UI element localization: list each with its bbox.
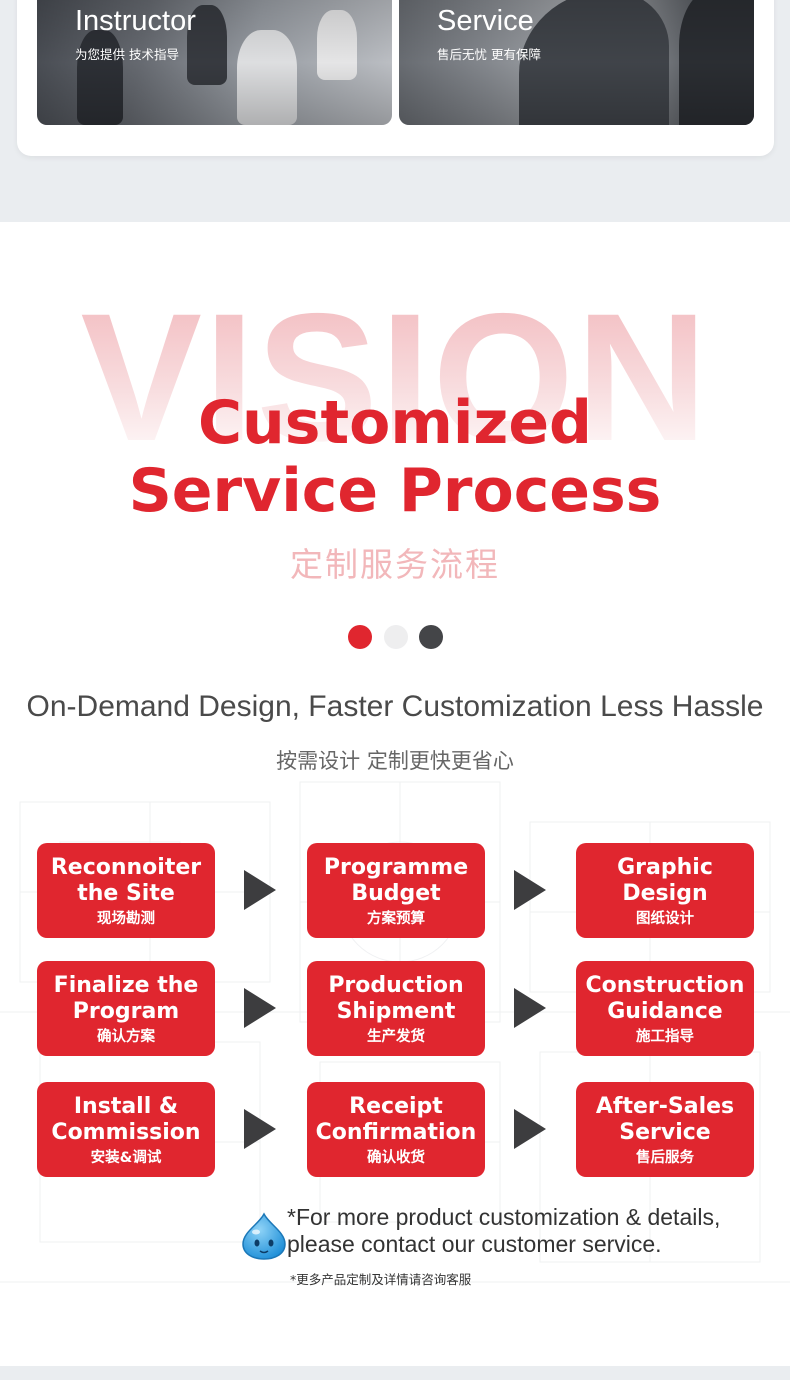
- arrow-right-icon: [514, 988, 546, 1028]
- step-graphic-design[interactable]: Graphic Design 图纸设计: [576, 843, 754, 938]
- bottom-divider: [0, 1366, 790, 1380]
- red-dot: [348, 625, 372, 649]
- dark-dot: [419, 625, 443, 649]
- light-dot: [384, 625, 408, 649]
- instructor-subtitle: 为您提供 技术指导: [75, 47, 179, 62]
- section-subtitle: On-Demand Design, Faster Customization L…: [26, 690, 764, 723]
- step-label-cn: 生产发货: [367, 1029, 425, 1045]
- step-label-cn: 图纸设计: [636, 911, 694, 927]
- arrow-right-icon: [514, 1109, 546, 1149]
- step-reconnoiter-site[interactable]: Reconnoiter the Site 现场勘测: [37, 843, 215, 938]
- person-silhouette: [679, 0, 754, 125]
- section-title-line2: Service Process: [128, 456, 662, 526]
- step-finalize-program[interactable]: Finalize the Program 确认方案: [37, 961, 215, 1056]
- arrow-right-icon: [514, 870, 546, 910]
- service-subtitle: 售后无忧 更有保障: [437, 47, 541, 62]
- person-silhouette: [519, 0, 669, 125]
- section-title-cn: 定制服务流程: [290, 545, 500, 584]
- step-label: After-Sales Service: [595, 1094, 735, 1145]
- contact-note-cn: *更多产品定制及详情请咨询客服: [290, 1272, 472, 1287]
- step-production-shipment[interactable]: Production Shipment 生产发货: [307, 961, 485, 1056]
- instructor-photo-card[interactable]: Instructor 为您提供 技术指导: [37, 0, 392, 125]
- step-label: Construction Guidance: [585, 973, 745, 1024]
- step-label: Finalize the Program: [53, 973, 199, 1024]
- person-silhouette: [77, 30, 123, 125]
- step-install-commission[interactable]: Install & Commission 安装&调试: [37, 1082, 215, 1177]
- section-title-line1: Customized: [197, 388, 592, 458]
- top-section: Instructor 为您提供 技术指导 Service 售后无忧 更有保障: [0, 0, 790, 222]
- customer-service-mascot-icon[interactable]: [241, 1212, 287, 1260]
- person-silhouette: [187, 5, 227, 85]
- service-photo-card[interactable]: Service 售后无忧 更有保障: [399, 0, 754, 125]
- step-label-cn: 确认收货: [367, 1150, 425, 1166]
- step-label: Production Shipment: [328, 973, 464, 1024]
- step-label-cn: 确认方案: [97, 1029, 155, 1045]
- arrow-right-icon: [244, 1109, 276, 1149]
- step-after-sales-service[interactable]: After-Sales Service 售后服务: [576, 1082, 754, 1177]
- step-label-cn: 施工指导: [636, 1029, 694, 1045]
- step-receipt-confirmation[interactable]: Receipt Confirmation 确认收货: [307, 1082, 485, 1177]
- step-label: Receipt Confirmation: [315, 1094, 477, 1145]
- vision-watermark: VISION: [0, 282, 790, 472]
- process-section: VISION Customized Service Process 定制服务流程…: [0, 222, 790, 1366]
- arrow-right-icon: [244, 988, 276, 1028]
- step-label: Programme Budget: [323, 855, 469, 906]
- step-label-cn: 方案预算: [367, 911, 425, 927]
- person-silhouette: [237, 30, 297, 125]
- step-label: Install & Commission: [51, 1094, 201, 1145]
- step-label: Reconnoiter the Site: [50, 855, 202, 906]
- step-construction-guidance[interactable]: Construction Guidance 施工指导: [576, 961, 754, 1056]
- step-label: Graphic Design: [617, 855, 713, 906]
- instructor-title: Instructor: [75, 5, 196, 37]
- service-title: Service: [437, 5, 534, 37]
- step-programme-budget[interactable]: Programme Budget 方案预算: [307, 843, 485, 938]
- section-subtitle-cn: 按需设计 定制更快更省心: [276, 749, 514, 773]
- contact-note: *For more product customization & detail…: [287, 1204, 721, 1257]
- step-label-cn: 现场勘测: [97, 911, 155, 927]
- arrow-right-icon: [244, 870, 276, 910]
- step-label-cn: 安装&调试: [90, 1150, 162, 1166]
- person-silhouette: [317, 10, 357, 80]
- step-label-cn: 售后服务: [636, 1150, 694, 1166]
